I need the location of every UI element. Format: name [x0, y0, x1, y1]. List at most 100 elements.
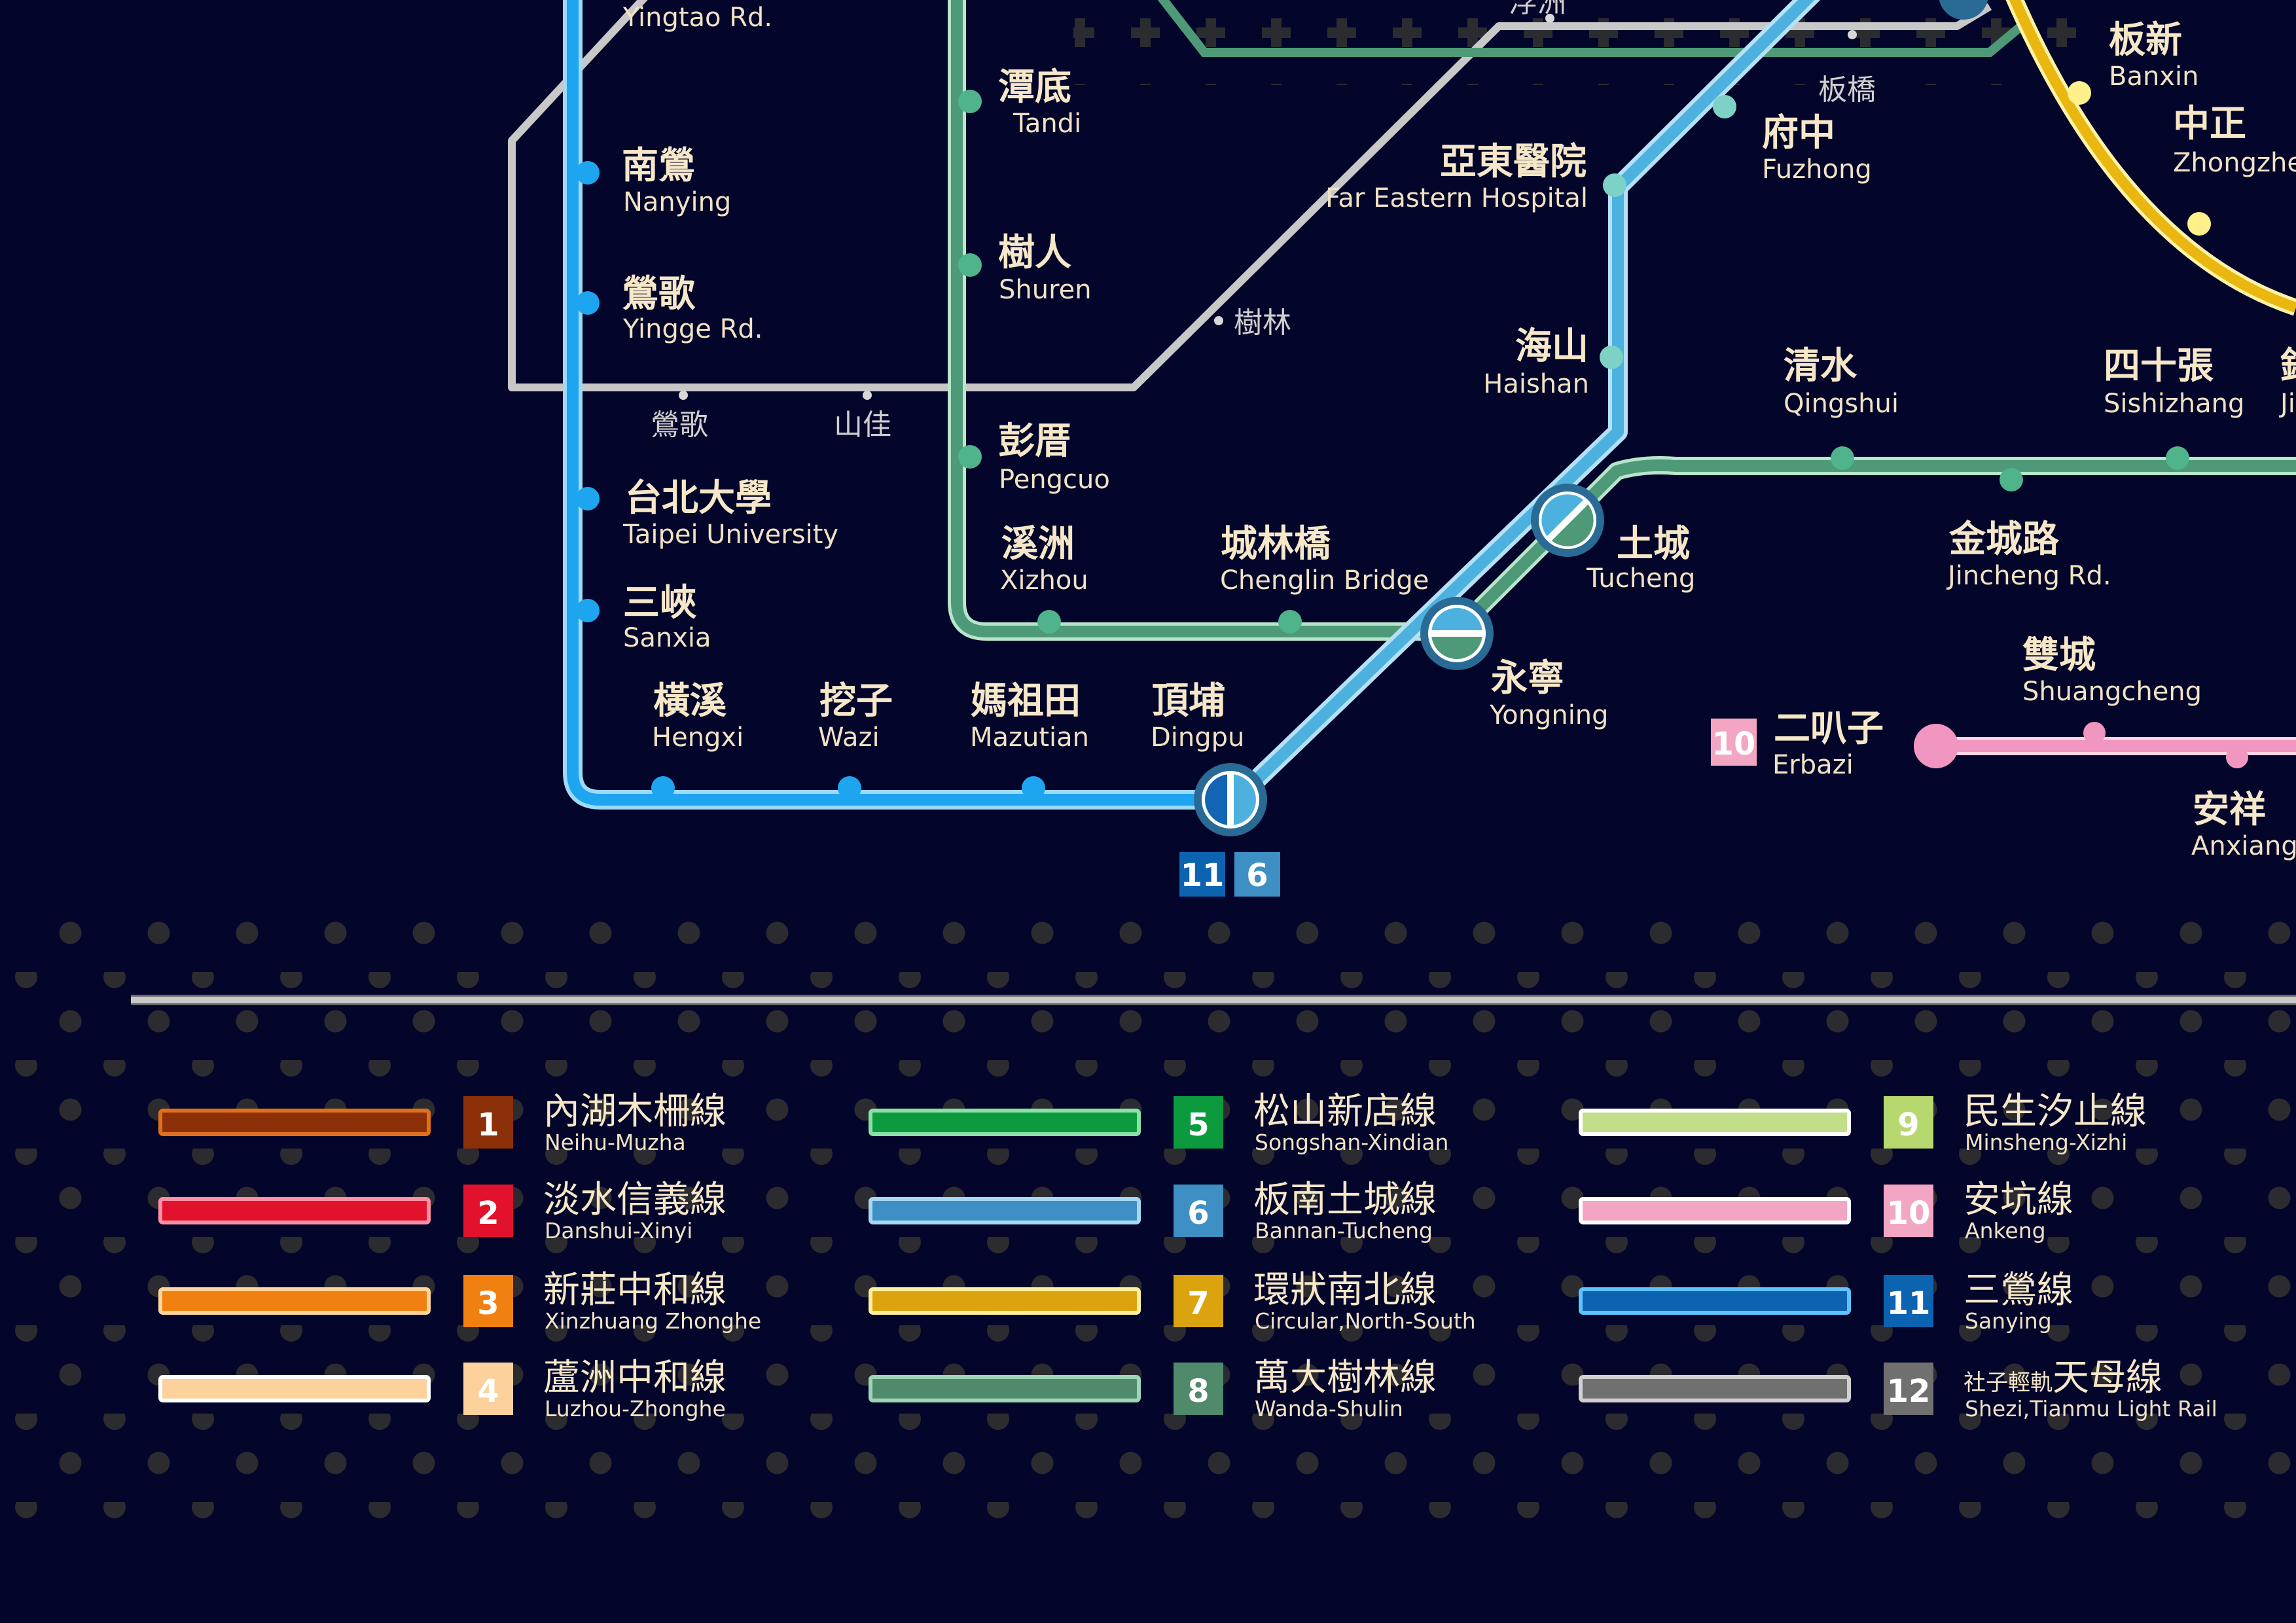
svg-text:11: 11: [1181, 857, 1225, 894]
svg-text:浮洲: 浮洲: [1509, 0, 1566, 19]
svg-text:Taipei University: Taipei University: [622, 520, 838, 550]
line-12-stations: [679, 14, 1857, 400]
legend-line-name-zh: 安坑線: [1964, 1179, 2073, 1221]
legend-line-name-en: Wanda-Shulin: [1255, 1396, 1403, 1421]
legend-line-name-zh: 內湖木柵線: [543, 1090, 726, 1133]
legend-line-badge: [1174, 1275, 1223, 1327]
svg-text:10: 10: [1712, 726, 1756, 762]
transfer-yongning[interactable]: [1420, 597, 1494, 670]
line-12-route: [508, 0, 1992, 391]
svg-text:樹人: 樹人: [998, 232, 1071, 274]
legend-line-name-en: Circular,North-South: [1255, 1308, 1476, 1334]
svg-text:永寧: 永寧: [1491, 657, 1564, 700]
svg-text:清水: 清水: [1784, 345, 1857, 387]
legend-line-badge: [1884, 1363, 1933, 1415]
transfer-tucheng[interactable]: [1531, 484, 1604, 557]
svg-text:Mazutian: Mazutian: [970, 722, 1089, 753]
legend-line-name-zh: 萬大樹林線: [1253, 1357, 1437, 1399]
legend-line-number: 2: [477, 1195, 499, 1232]
svg-text:海山: 海山: [1515, 325, 1588, 368]
legend-line-name-zh: 板南土城線: [1253, 1179, 1437, 1221]
svg-text:Sishizhang: Sishizhang: [2104, 389, 2244, 419]
svg-text:錦: 錦: [2280, 345, 2296, 387]
legend-line-number: 9: [1897, 1107, 1919, 1143]
svg-text:二叭子: 二叭子: [1774, 707, 1884, 750]
svg-text:Hengxi: Hengxi: [652, 722, 744, 753]
svg-text:潭底: 潭底: [998, 66, 1071, 109]
svg-text:四十張: 四十張: [2104, 345, 2214, 387]
svg-text:Qingshui: Qingshui: [1784, 389, 1899, 419]
line-6-stations: [1600, 95, 1736, 369]
legend-line-name-en: Danshui-Xinyi: [545, 1218, 692, 1243]
svg-text:Nanying: Nanying: [623, 187, 731, 217]
svg-text:Zhongzheng: Zhongzheng: [2173, 148, 2296, 178]
svg-text:Chenglin Bridge: Chenglin Bridge: [1220, 565, 1429, 596]
svg-text:Shuren: Shuren: [999, 275, 1092, 305]
legend-swatch: [158, 1375, 431, 1402]
svg-text:府中: 府中: [1762, 112, 1835, 154]
legend-line-name-en: Minsheng-Xizhi: [1965, 1130, 2127, 1155]
legend-line-name-zh: 社子輕軌天母線: [1964, 1357, 2162, 1399]
svg-text:橫溪: 橫溪: [653, 680, 727, 722]
svg-text:Anxiang: Anxiang: [2191, 831, 2296, 861]
legend-line-badge: [1884, 1275, 1933, 1327]
svg-text:頂埔: 頂埔: [1152, 680, 1225, 722]
svg-text:Jincheng Rd.: Jincheng Rd.: [1946, 561, 2111, 591]
svg-text:Yingge Rd.: Yingge Rd.: [622, 314, 762, 344]
svg-text:挖子: 挖子: [819, 680, 893, 722]
svg-text:Wazi: Wazi: [818, 722, 880, 753]
svg-text:三峽: 三峽: [623, 582, 697, 624]
svg-text:Dingpu: Dingpu: [1151, 722, 1244, 753]
line-7-route: [2005, 0, 2296, 316]
svg-text:6: 6: [1246, 857, 1268, 894]
legend-line-number: 12: [1887, 1373, 1931, 1410]
svg-text:溪洲: 溪洲: [1001, 523, 1075, 565]
district-pattern: [1073, 0, 2121, 85]
svg-text:安祥: 安祥: [2193, 789, 2266, 831]
svg-text:亞東醫院: 亞東醫院: [1440, 141, 1587, 183]
legend-line-name-zh: 松山新店線: [1253, 1090, 1437, 1133]
legend-swatch: [869, 1375, 1141, 1402]
svg-text:Xizhou: Xizhou: [1000, 565, 1088, 596]
legend-line-number: 4: [477, 1373, 499, 1410]
svg-text:金城路: 金城路: [1948, 518, 2060, 561]
svg-text:Erbazi: Erbazi: [1772, 750, 1854, 780]
svg-text:城林橋: 城林橋: [1221, 523, 1331, 565]
line-7-stations: [2068, 81, 2211, 236]
legend-line-badge: [1174, 1185, 1223, 1237]
legend-swatch: [1579, 1197, 1851, 1224]
legend-swatch: [869, 1197, 1141, 1224]
legend-line-number: 6: [1187, 1195, 1209, 1232]
legend-line-number: 8: [1187, 1373, 1209, 1410]
legend-swatch: [1579, 1287, 1851, 1315]
legend-line-badge: [1174, 1096, 1223, 1149]
legend-line-number: 11: [1887, 1285, 1931, 1322]
transfer-dingpu[interactable]: [1194, 763, 1267, 836]
line-11-route: [563, 0, 1229, 810]
legend-line-name-en: Shezi,Tianmu Light Rail: [1965, 1396, 2217, 1421]
legend-line-name-en: Songshan-Xindian: [1255, 1130, 1448, 1155]
legend-swatch: [1579, 1375, 1851, 1402]
legend-line-name-zh: 三鶯線: [1964, 1269, 2073, 1311]
svg-text:雙城: 雙城: [2022, 634, 2096, 677]
legend-line-name-en: Xinzhuang Zhonghe: [545, 1308, 761, 1334]
svg-text:Sanxia: Sanxia: [623, 623, 711, 653]
line-8-stations: [958, 90, 2189, 633]
line-11-stations: [576, 161, 1045, 800]
legend-line-badge: [1884, 1185, 1933, 1237]
legend-line-number: 7: [1187, 1285, 1209, 1322]
svg-text:彭厝: 彭厝: [998, 420, 1071, 463]
svg-text:Tucheng: Tucheng: [1586, 563, 1695, 594]
svg-text:台北大學: 台北大學: [625, 477, 772, 520]
svg-text:Banxin: Banxin: [2109, 62, 2198, 92]
station-labels: Yingtao Rd. 南鶯 Nanying 鶯歌 Yingge Rd. 鶯歌 …: [622, 0, 2296, 861]
legend-line-number: 3: [477, 1285, 499, 1322]
